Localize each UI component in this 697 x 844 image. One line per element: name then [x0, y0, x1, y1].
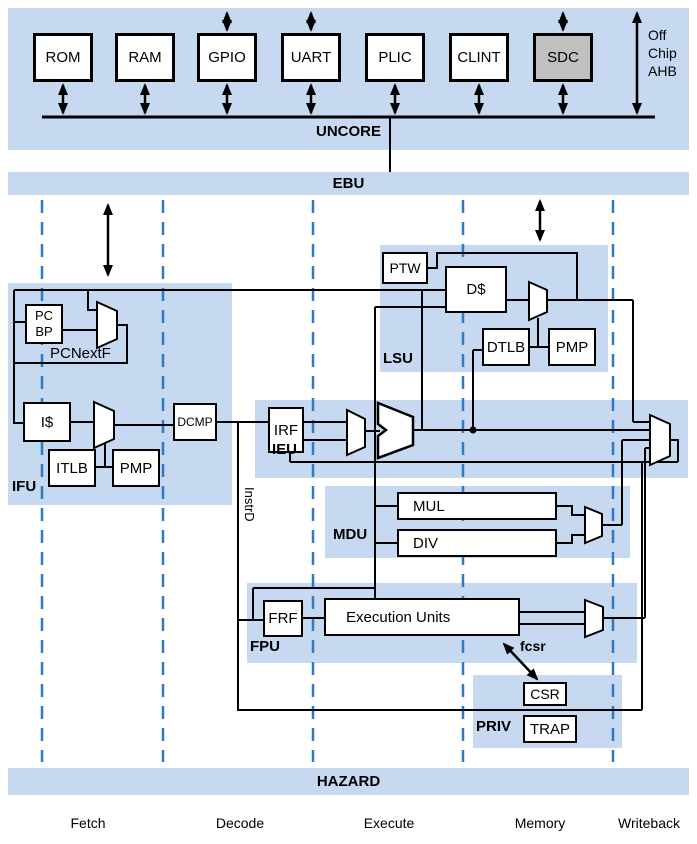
ram-label: RAM: [128, 49, 162, 66]
ifu-label: IFU: [12, 478, 37, 495]
offchip-line-1: Off: [648, 27, 667, 43]
csr-box: CSR: [523, 682, 567, 706]
fpu-mux: [584, 598, 604, 639]
pcnext-mux: [96, 300, 118, 350]
dcache-label: D$: [466, 281, 486, 298]
pc-label: PC: [34, 308, 54, 323]
operand-mux: [346, 408, 366, 457]
lsu-pmp-label: PMP: [555, 338, 589, 356]
lsu-pmp-box: PMP: [548, 328, 596, 366]
div-label: DIV: [413, 534, 439, 552]
stage-label-fetch: Fetch: [70, 815, 106, 831]
alu-shape: [376, 401, 415, 460]
ifu-pmp-box: PMP: [112, 449, 160, 487]
execution-units-box: Execution Units: [324, 598, 520, 636]
peripheral-box-plic: PLIC: [365, 33, 425, 82]
peripheral-box-clint: CLINT: [449, 33, 509, 82]
pcnextf-label: PCNextF: [50, 345, 111, 362]
mul-label: MUL: [413, 497, 445, 515]
stage-label-writeback: Writeback: [618, 815, 680, 831]
mdu-mux: [584, 505, 603, 545]
ptw-box: PTW: [382, 252, 428, 284]
mul-box: MUL: [397, 492, 557, 520]
hazard-bar: HAZARD: [8, 768, 689, 795]
priv-label: PRIV: [476, 718, 512, 735]
execution-units-label: Execution Units: [346, 608, 451, 626]
itlb-box: ITLB: [48, 449, 96, 487]
csr-label: CSR: [530, 686, 560, 702]
bus-double-arrows: [58, 10, 642, 681]
peripheral-box-rom: ROM: [33, 33, 93, 82]
dcache-box: D$: [445, 266, 507, 313]
dcmp-box: DCMP: [173, 403, 217, 441]
ebu-bar: EBU: [8, 172, 689, 195]
offchip-line-3: AHB: [648, 63, 677, 79]
itlb-label: ITLB: [56, 459, 88, 477]
stage-label-execute: Execute: [363, 815, 415, 831]
lsu-mux: [528, 280, 548, 322]
lsu-label: LSU: [383, 350, 413, 367]
ebu-label: EBU: [332, 175, 365, 192]
datapath-wires: [13, 252, 679, 711]
clint-label: CLINT: [457, 49, 501, 66]
ieu-label: IEU: [272, 441, 298, 458]
frf-label: FRF: [268, 610, 298, 627]
irf-box: IRF: [268, 407, 304, 453]
sdc-label: SDC: [547, 49, 579, 66]
div-box: DIV: [397, 529, 557, 557]
bp-label: BP: [35, 324, 53, 339]
gpio-label: GPIO: [208, 49, 246, 66]
icache-label: I$: [40, 413, 54, 431]
icache-box: I$: [23, 402, 71, 442]
ptw-label: PTW: [389, 260, 421, 276]
peripheral-box-sdc: SDC: [533, 33, 593, 82]
dtlb-box: DTLB: [482, 328, 530, 366]
trap-box: TRAP: [523, 715, 577, 743]
rom-label: ROM: [45, 49, 81, 66]
stage-label-decode: Decode: [215, 815, 265, 831]
uncore-label: UNCORE: [315, 123, 381, 140]
mdu-label: MDU: [333, 526, 368, 543]
mux-shapes: [93, 280, 671, 639]
ifu-pmp-label: PMP: [119, 459, 153, 477]
peripheral-box-uart: UART: [281, 33, 341, 82]
icache-mux: [93, 400, 115, 450]
peripheral-box-gpio: GPIO: [197, 33, 257, 82]
stage-label-memory: Memory: [514, 815, 566, 831]
instrd-label: InstrD: [242, 487, 257, 522]
fpu-label: FPU: [250, 638, 280, 655]
writeback-mux: [649, 413, 671, 467]
offchip-line-2: Chip: [648, 45, 677, 61]
peripheral-box-ram: RAM: [115, 33, 175, 82]
trap-label: TRAP: [529, 720, 570, 738]
irf-label: IRF: [273, 421, 299, 439]
dtlb-label: DTLB: [486, 338, 526, 356]
offchip-ahb-label: Off Chip AHB: [648, 26, 677, 80]
pc-bp-box: PC BP: [25, 304, 63, 344]
dcmp-label: DCMP: [177, 415, 213, 429]
uart-label: UART: [290, 49, 332, 66]
plic-label: PLIC: [378, 49, 412, 66]
uncore-bus: [42, 115, 655, 172]
wire-junction-dot: [469, 426, 477, 434]
frf-box: FRF: [263, 600, 303, 637]
fcsr-label: fcsr: [520, 638, 546, 654]
hazard-label: HAZARD: [316, 773, 381, 790]
